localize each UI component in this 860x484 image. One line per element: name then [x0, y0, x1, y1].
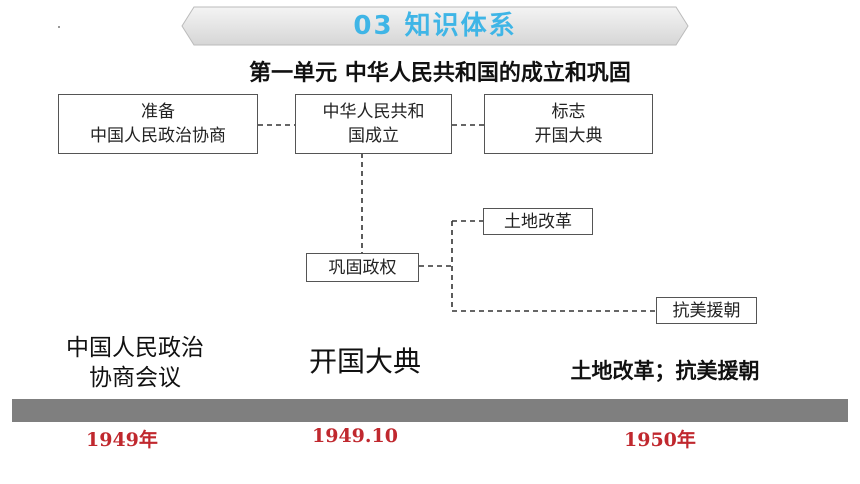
- timeline-event-2-label: 开国大典: [285, 342, 445, 382]
- timeline-event-3-label: 土地改革；抗美援朝: [540, 356, 790, 386]
- land-reform-box-label: 土地改革: [504, 211, 572, 232]
- korea-box: 抗美援朝: [656, 297, 757, 324]
- timeline-year-1: 1949年: [86, 429, 158, 451]
- sign-box-line-1: 标志: [551, 102, 586, 122]
- center-box-line-2: 国成立: [348, 126, 399, 146]
- timeline-event-2-line-1: 开国大典: [308, 345, 421, 378]
- consolidate-box: 巩固政权: [306, 253, 419, 282]
- timeline-event-1-line-1: 中国人民政治: [66, 335, 204, 361]
- sign-box: 标志 开国大典: [484, 94, 653, 154]
- prep-box: 准备 中国人民政治协商: [58, 94, 258, 154]
- prep-box-line-2: 中国人民政治协商: [90, 126, 226, 146]
- timeline-event-1-line-2: 协商会议: [89, 365, 181, 391]
- timeline-year-2: 1949.10: [312, 425, 398, 447]
- timeline-event-1-label: 中国人民政治 协商会议: [40, 333, 230, 393]
- timeline-bar: [12, 399, 848, 422]
- section-banner-title: 03 知识体系: [353, 11, 517, 41]
- timeline-year-3: 1950年: [624, 429, 696, 451]
- land-reform-box: 土地改革: [483, 208, 593, 235]
- center-box-line-1: 中华人民共和: [322, 102, 425, 122]
- decorative-dot: [58, 26, 60, 28]
- consolidate-box-label: 巩固政权: [328, 257, 397, 278]
- sign-box-line-2: 开国大典: [534, 126, 603, 146]
- timeline-event-3-line-1: 土地改革；抗美援朝: [570, 358, 760, 383]
- korea-box-label: 抗美援朝: [672, 300, 741, 321]
- center-box: 中华人民共和 国成立: [295, 94, 452, 154]
- unit-title: 第一单元 中华人民共和国的成立和巩固: [249, 61, 631, 86]
- prep-box-line-1: 准备: [141, 102, 175, 122]
- section-banner-shape: [181, 6, 689, 46]
